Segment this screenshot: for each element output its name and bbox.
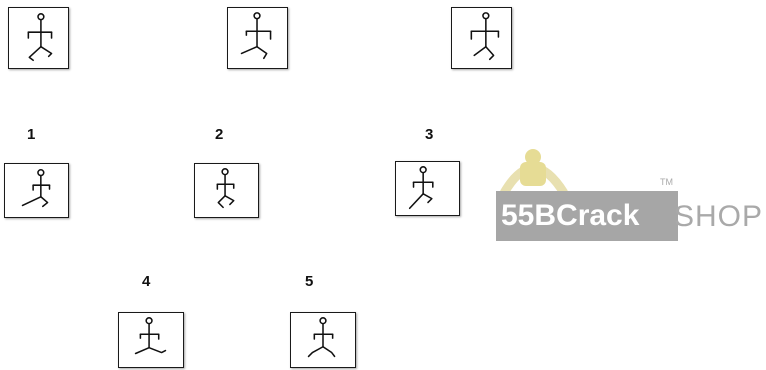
option-label-5: 5 [305,273,313,290]
watermark-brand-right: SHOP [674,201,763,233]
option-figure-1[interactable] [4,163,69,218]
option-figure-3[interactable] [395,161,460,216]
problem-figure-3 [451,7,512,69]
watermark-trademark: TM [660,177,673,187]
option-figure-2[interactable] [194,163,259,218]
watermark-logo: 55BCrack TM SHOP [496,148,766,248]
watermark-brand-left: 55BCrack [501,200,639,232]
option-label-2: 2 [215,126,223,143]
option-label-4: 4 [142,273,150,290]
option-figure-5[interactable] [290,312,356,368]
option-label-3: 3 [425,126,433,143]
option-label-1: 1 [27,126,35,143]
option-figure-4[interactable] [118,312,184,368]
problem-figure-1 [8,7,69,69]
problem-figure-2 [227,7,288,69]
